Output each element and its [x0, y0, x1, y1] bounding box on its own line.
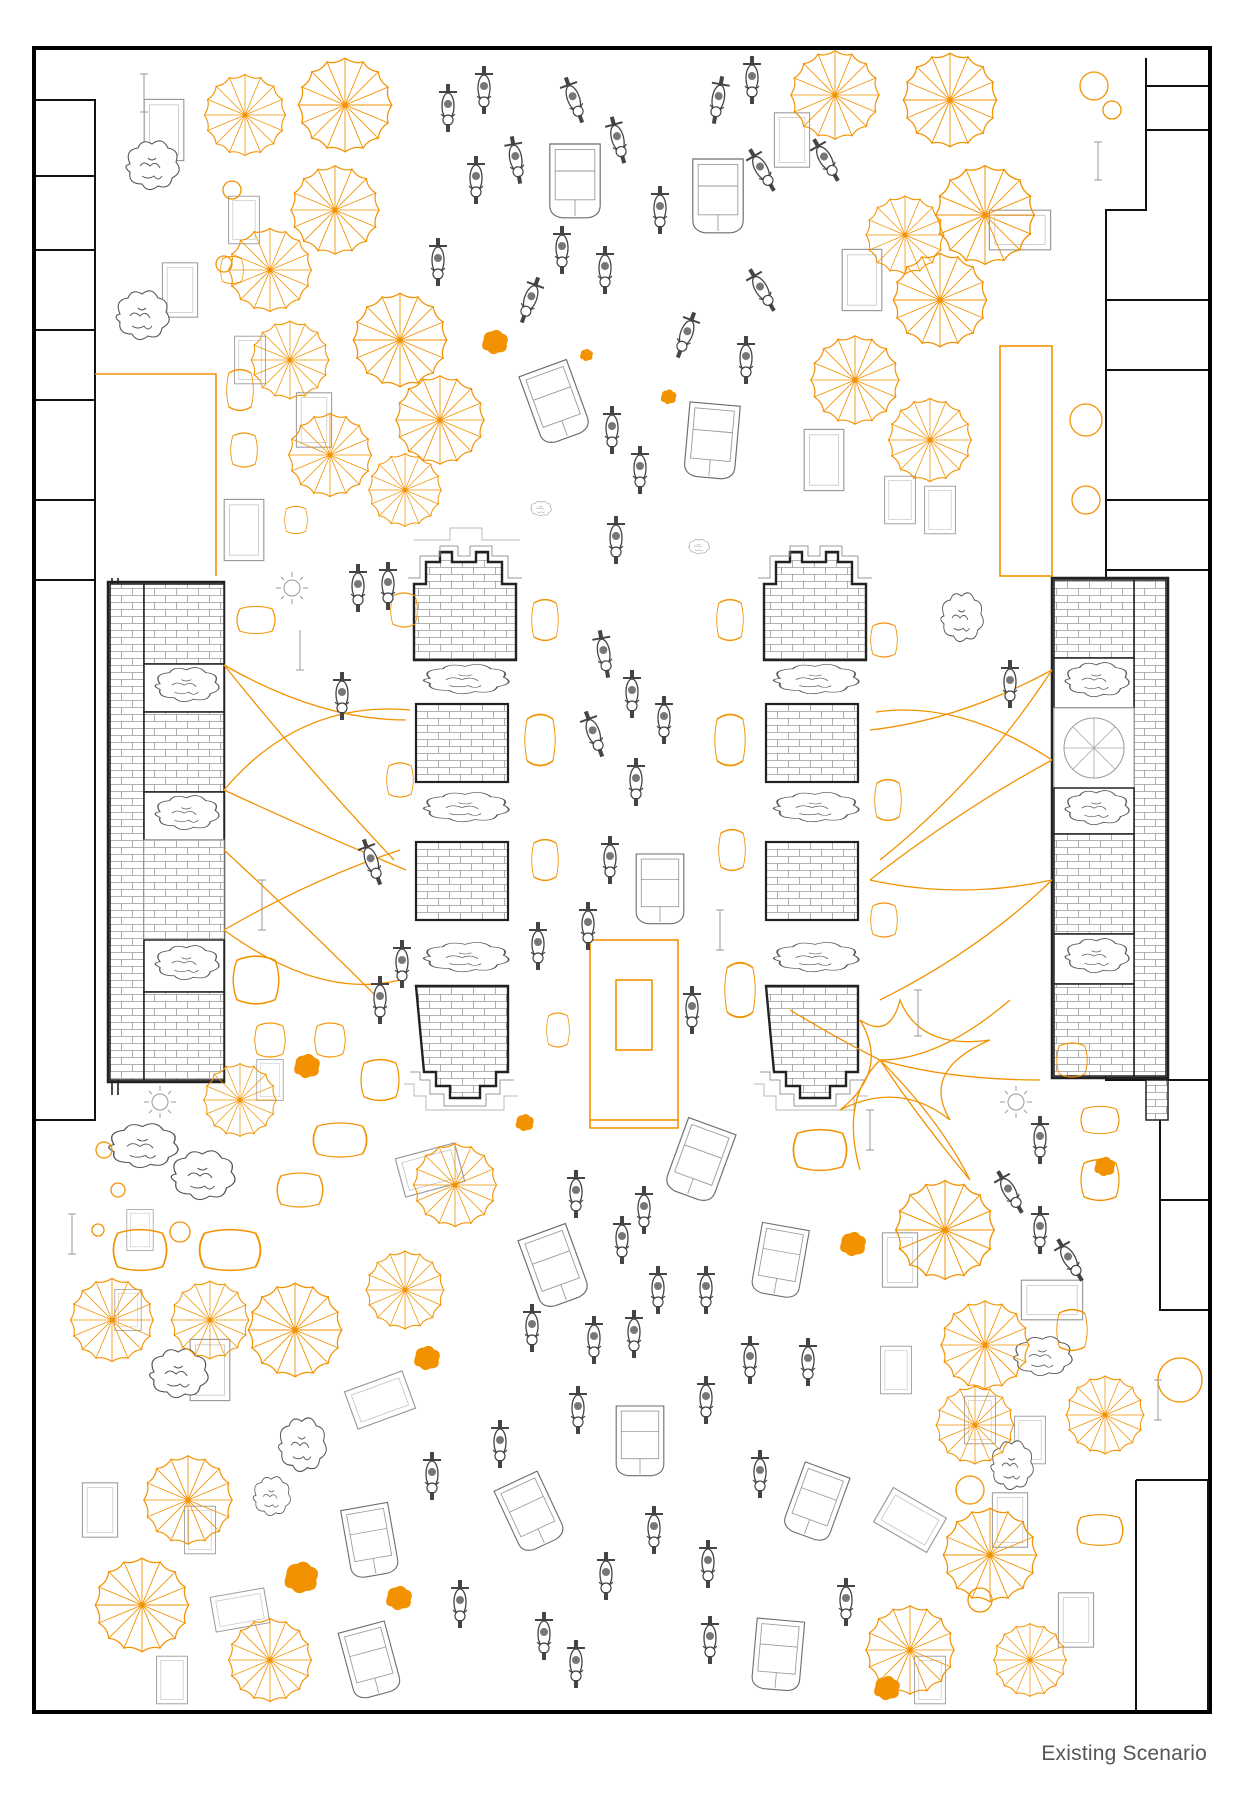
left-building-edge	[36, 99, 119, 1121]
vendor-goods	[284, 329, 1116, 1701]
vendor-stalls	[91, 71, 1203, 1613]
drawing-frame	[32, 46, 1212, 1714]
right-building-edge	[1105, 58, 1209, 1710]
right-central-pavilions	[754, 545, 872, 1111]
left-central-pavilions	[404, 527, 522, 1111]
street-markers	[68, 73, 1162, 1421]
right-arcade-building	[1050, 576, 1170, 1121]
tables-and-carts	[81, 98, 1095, 1705]
left-arcade-building	[106, 580, 226, 1084]
string-lights	[223, 664, 1053, 1181]
drawing-caption: Existing Scenario	[1041, 1742, 1207, 1765]
vendor-outlines	[95, 345, 1053, 1129]
